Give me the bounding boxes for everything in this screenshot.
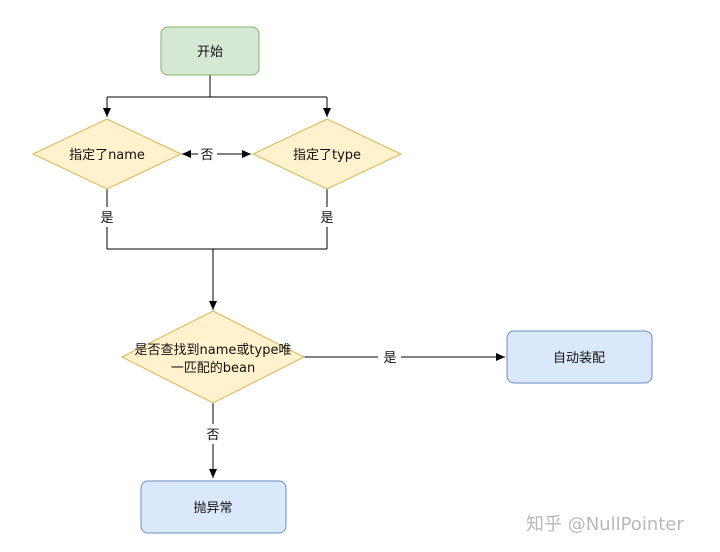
start-node: 开始	[160, 26, 260, 76]
edge-name-yes	[106, 188, 327, 250]
autowire-label: 自动装配	[553, 351, 605, 366]
autowire-node: 自动装配	[506, 330, 653, 384]
decision-type-label: 指定了type	[293, 148, 361, 163]
decision-name: 指定了name	[31, 118, 183, 190]
throw-node: 抛异常	[140, 480, 287, 534]
decision-lookup-label-2: 一匹配的bean	[171, 360, 255, 376]
edge-split-to-name	[107, 96, 327, 117]
watermark: 知乎 @NullPointer	[526, 514, 684, 535]
edge-label-yes-name: 是	[100, 211, 113, 226]
start-label: 开始	[197, 45, 223, 60]
edges	[107, 75, 505, 478]
edge-label-no-between: 否	[200, 148, 213, 163]
decision-type: 指定了type	[251, 118, 403, 190]
edge-label-yes-type: 是	[320, 211, 333, 226]
decision-lookup-label-1: 是否查找到name或type唯	[135, 343, 292, 358]
edge-label-no-throw: 否	[206, 428, 219, 443]
decision-lookup: 是否查找到name或type唯 一匹配的bean	[120, 310, 306, 404]
throw-label: 抛异常	[193, 501, 232, 516]
edge-label-yes-autowire: 是	[383, 351, 396, 366]
decision-name-label: 指定了name	[69, 148, 145, 163]
